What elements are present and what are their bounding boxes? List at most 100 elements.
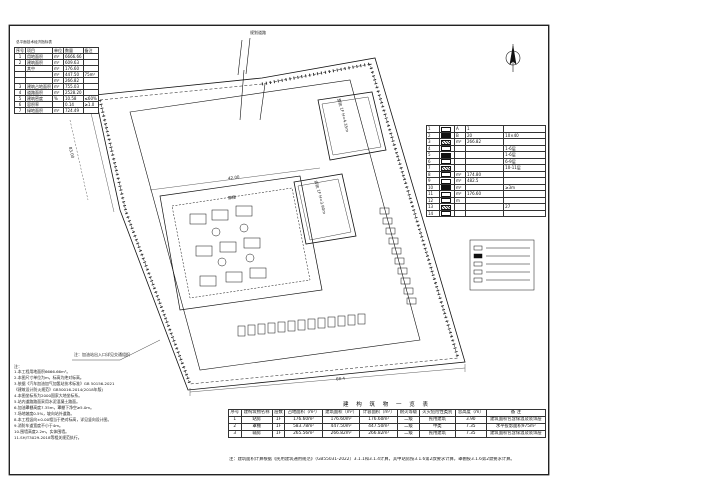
building-a [317, 91, 387, 161]
label-callout: 注：加油站出入口详见交通组织 [74, 352, 130, 357]
legend-symbol-icon [441, 191, 451, 197]
callout-leaders [72, 339, 161, 361]
building-cell: 583.78m² [284, 423, 323, 431]
access-road [237, 37, 251, 76]
building-cell: 罩棚 [240, 423, 273, 431]
building-header-cell: 火灾危险性类别 [418, 409, 456, 417]
building-cell: 二级 [397, 416, 420, 424]
legend-symbol-icon [441, 172, 451, 177]
building-cell: 二级 [397, 423, 420, 431]
building-cell: 1 [228, 416, 242, 424]
building-table-title-row: 建 构 筑 物 一 览 表 [229, 400, 546, 410]
legend-row: 14 [426, 209, 546, 217]
building-cell: 3 [228, 430, 242, 438]
note-line: 9.消防车道宽度不小于4m。 [14, 423, 63, 428]
params-cell: ≤60% [82, 95, 99, 102]
building-cell: 站房 [240, 416, 273, 424]
legend-symbol-icon [441, 126, 451, 132]
building-cell: 二级 [397, 430, 420, 438]
label-dim-bottom: 68.4 [335, 375, 346, 382]
building-cell: 176.60m² [321, 416, 361, 424]
building-cell: 447.50m² [359, 423, 399, 431]
legend-cell [503, 209, 546, 217]
general-notes: 注： 1.本工程用地面积6666.66m²。2.本图尺寸单位为m，标高为绝对标高… [14, 364, 124, 441]
building-cell: 176.60m² [359, 416, 399, 424]
building-header-cell: 建构筑物名称 [240, 409, 273, 417]
params-cell: 7 [14, 107, 26, 114]
building-header-cell: 耐火等级 [397, 409, 420, 417]
building-cell: 447.50m² [321, 423, 361, 431]
building-cell: 辅房 [240, 430, 273, 438]
legend-symbol-icon [441, 211, 451, 216]
drawing-border [8, 24, 550, 476]
params-cell: 6666.66 [63, 53, 84, 60]
params-table-title: 总平面技术经济指标表 [16, 40, 52, 44]
legend-cell [464, 209, 505, 217]
legend-cell: 14 [426, 209, 440, 217]
note-line: 11.SH/T3029-2018等相关规范执行。 [14, 435, 82, 440]
params-header-cell: 序号 [14, 47, 26, 54]
params-header-cell: 单位 [52, 47, 64, 54]
site-boundary [94, 57, 466, 391]
building-table-footnote: 注：建筑面积计算根据《民用建筑通用规范》（GB55031-2022）3.1.1和… [229, 457, 515, 462]
building-table-title: 建 构 筑 物 一 览 表 [343, 401, 431, 408]
building-cell: 1F [271, 423, 286, 431]
legend-symbol-icon [441, 159, 451, 164]
building-cell: 3.90 [454, 416, 487, 424]
parking-row-right [379, 207, 417, 305]
note-line: 10.围墙高度2.2m，实体围墙。 [14, 429, 70, 434]
dimension-lines [69, 99, 466, 396]
building-cell: 民用建筑 [418, 430, 456, 438]
building-cell: 265.56m² [284, 430, 323, 438]
building-cell: 7.35 [454, 423, 487, 431]
building-header-cell: 层数 [271, 409, 286, 417]
legend-symbols [469, 239, 535, 291]
note-line: 2.本图尺寸单位为m，标高为绝对标高。 [14, 375, 84, 380]
label-top-road: 规划道路 [250, 30, 266, 35]
legend-symbol-icon [441, 165, 451, 171]
building-header-cell: 备 注 [485, 409, 547, 417]
building-cell: 建筑面积包含保温及装饰层 [485, 430, 547, 438]
params-header-row: 序号 项目 单位 数量 备注 [14, 47, 99, 54]
legend-symbol-icon [441, 198, 451, 203]
legend-symbol-icon [441, 146, 451, 151]
note-line: 3.依据《汽车加油加气加氢站技术标准》GB 50156-2021 [14, 381, 115, 386]
building-cell: 176.60m² [284, 416, 323, 424]
building-header-cell: 建筑面积（m²） [321, 409, 361, 417]
canopy-area [159, 175, 323, 311]
params-cell: 724.49 [63, 107, 84, 114]
building-cell: 水平投影面积975m² [485, 423, 547, 431]
building-cell: 1F [271, 430, 286, 438]
legend-cell [439, 209, 455, 217]
label-canopy: 罩棚 [227, 194, 237, 201]
building-cell: 民用建筑 [418, 416, 456, 424]
building-table: 建 构 筑 物 一 览 表 序号建构筑物名称层数占地面积（m²）建筑面积（m²）… [228, 400, 547, 438]
parking-row-bottom [237, 313, 366, 337]
building-header-cell: 序号 [228, 409, 242, 417]
building-cell: 266.82m² [359, 430, 399, 438]
building-cell: 甲类 [418, 423, 456, 431]
building-header-cell: 总高度（m） [454, 409, 487, 417]
note-line: 6.加油罩棚高度7.35m，罩棚下净空≥5.0m。 [14, 405, 94, 410]
legend-cell [454, 209, 466, 217]
params-cell: 2528.20 [63, 89, 84, 96]
legend-symbol-icon [441, 139, 451, 145]
legend-symbol-icon [441, 152, 451, 158]
building-header-cell: 占地面积（m²） [284, 409, 323, 417]
inner-road-edges [129, 69, 421, 371]
note-line: 1.本工程用地面积6666.66m²。 [14, 369, 71, 374]
params-cell [82, 107, 99, 114]
note-line: 4.本图坐标系为2000国家大地坐标系。 [14, 393, 83, 398]
notes-lines: 1.本工程用地面积6666.66m²。2.本图尺寸单位为m，标高为绝对标高。3.… [14, 369, 124, 441]
